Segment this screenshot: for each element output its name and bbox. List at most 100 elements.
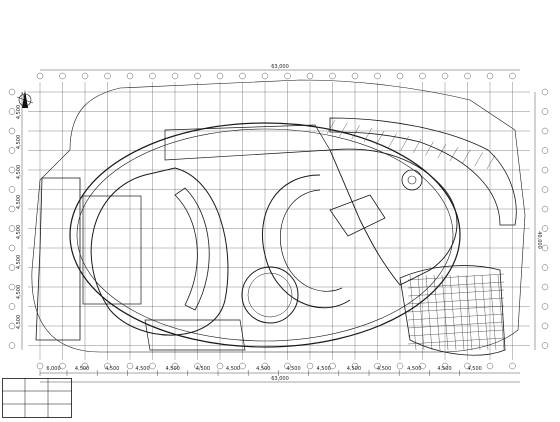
top-rooms-band xyxy=(164,124,331,161)
angled-room xyxy=(329,194,386,237)
axis-bubble xyxy=(194,72,201,80)
hatch-line xyxy=(407,273,505,281)
axis-bubble xyxy=(171,72,179,80)
hatch-line xyxy=(474,152,483,167)
axis-bubble xyxy=(8,147,16,154)
hatch-line xyxy=(407,313,505,321)
rotunda-inner xyxy=(247,272,293,318)
bottom-dimension-label: 6,000 xyxy=(46,366,60,372)
axis-bubble xyxy=(396,362,404,370)
canopy-top-right xyxy=(329,117,517,226)
left-hall-oval xyxy=(90,167,229,336)
axis-bubble xyxy=(541,342,549,349)
axis-bubble xyxy=(351,362,359,370)
axis-bubble xyxy=(104,72,111,80)
curved-gallery xyxy=(174,187,210,311)
hatch-line xyxy=(351,125,360,140)
spiral-stair xyxy=(401,169,423,191)
hatch-line xyxy=(412,138,422,153)
bottom-dimension-label: 4,500 xyxy=(75,366,89,372)
axis-bubble xyxy=(8,342,16,349)
bottom-dimension-label: 4,500 xyxy=(286,366,300,372)
hatch-line xyxy=(407,337,505,345)
axis-bubble xyxy=(541,186,549,193)
north-arrow-cross xyxy=(16,91,34,109)
hatch-line xyxy=(409,274,417,351)
bottom-dimension-label: 4,500 xyxy=(226,366,240,372)
axis-bubble xyxy=(8,186,16,193)
top-total-dimension: 63,000 xyxy=(271,64,289,70)
left-dimension-label: 4,500 xyxy=(16,315,22,329)
axis-bubble xyxy=(8,225,16,232)
axis-bubble xyxy=(8,283,16,291)
axis-bubble xyxy=(8,166,16,174)
axis-bubble xyxy=(306,362,314,370)
hatch-line xyxy=(497,274,505,351)
axis-bubble xyxy=(419,362,426,370)
hatch-line xyxy=(388,133,397,148)
bottom-dimension-label: 4,500 xyxy=(437,366,451,372)
axis-bubble xyxy=(8,303,16,310)
hatch-line xyxy=(489,274,497,351)
left-dimension-label: 4,500 xyxy=(16,285,22,299)
hatch-line xyxy=(407,305,505,313)
axis-bubble xyxy=(541,283,549,291)
right-total-dimension: 40,000 xyxy=(536,231,542,249)
axis-bubble xyxy=(149,362,156,370)
axis-bubble xyxy=(8,127,16,135)
axis-bubble xyxy=(464,72,471,80)
canopy-bottom-right xyxy=(399,265,506,356)
bottom-dimension-label: 4,500 xyxy=(347,366,361,372)
axis-bubble xyxy=(351,72,359,80)
rotunda xyxy=(241,266,299,324)
axis-bubble xyxy=(216,362,224,370)
hatch-line xyxy=(462,149,471,164)
axis-bubble xyxy=(329,72,336,80)
bottom-dimension-label: 4,500 xyxy=(317,366,331,372)
axis-bubble xyxy=(486,362,494,370)
bottom-dimension-label: 4,500 xyxy=(135,366,149,372)
axis-bubble xyxy=(486,72,494,80)
bottom-dimension-label: 4,500 xyxy=(468,366,482,372)
hatch-line xyxy=(441,274,449,351)
axis-bubble xyxy=(261,362,269,370)
axis-bubble xyxy=(541,166,549,174)
axis-bubble xyxy=(419,72,426,80)
axis-bubble xyxy=(126,362,134,370)
left-wing xyxy=(35,177,81,341)
axis-bubble xyxy=(194,362,201,370)
axis-bubble xyxy=(541,108,549,115)
axis-bubble xyxy=(36,362,44,370)
hatch-line xyxy=(465,274,473,351)
axis-bubble xyxy=(216,72,224,80)
bottom-total-dimension: 63,000 xyxy=(271,376,289,382)
axis-bubble xyxy=(59,362,66,370)
bottom-dimension-label: 4,500 xyxy=(166,366,180,372)
axis-bubble xyxy=(541,88,549,96)
bottom-dimension-label: 4,500 xyxy=(196,366,210,372)
axis-bubble xyxy=(8,264,16,271)
axis-bubble xyxy=(284,72,291,80)
hatch-line xyxy=(486,154,496,170)
axis-bubble xyxy=(396,72,404,80)
left-dimension-label: 4,500 xyxy=(16,165,22,179)
axis-bubble xyxy=(8,205,16,213)
left-dimension-label: 4,500 xyxy=(16,225,22,239)
axis-bubble xyxy=(126,72,134,80)
hatch-line xyxy=(481,274,489,351)
left-dimension-label: 4,500 xyxy=(16,135,22,149)
hatch-line xyxy=(433,274,441,351)
axis-bubble xyxy=(541,225,549,232)
bottom-dimension-label: 4,500 xyxy=(407,366,421,372)
left-dimension-label: 4,500 xyxy=(16,195,22,209)
axis-bubble xyxy=(509,72,516,80)
axis-bubble xyxy=(509,362,516,370)
hatch-line xyxy=(400,136,410,151)
axis-bubble xyxy=(149,72,156,80)
dimension-lines: 63,000 6,000 4,500 4,500 4,500 4,500 4,500 4,50… xyxy=(16,64,542,383)
site-boundary xyxy=(31,79,526,353)
left-dimension-label: 4,500 xyxy=(16,105,22,119)
hatch-line xyxy=(376,130,385,145)
axis-bubble xyxy=(541,205,549,213)
